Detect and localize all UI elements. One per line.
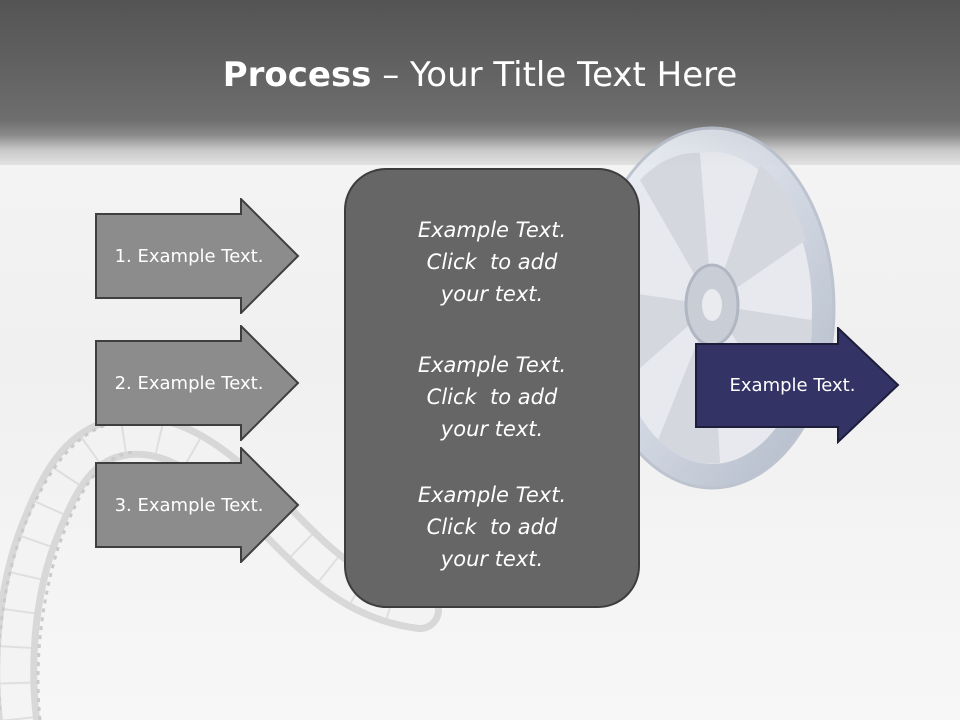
step-label: 3. Example Text. [114,494,264,516]
center-line: your text. [440,417,544,441]
arrow-shape [95,198,300,314]
center-line: Example Text. [417,353,567,377]
title-bold: Process [222,55,372,95]
center-line: Example Text. [417,483,567,507]
arrow-shape [95,447,300,563]
center-text-item-3[interactable]: Example Text. Click to add your text. [346,479,638,575]
center-line: your text. [440,547,544,571]
step-label: 2. Example Text. [114,372,264,394]
header-band [0,0,960,165]
step-arrow-3[interactable]: 3. Example Text. [95,447,300,563]
center-text-item-2[interactable]: Example Text. Click to add your text. [346,349,638,445]
result-label: Example Text. [729,375,856,396]
result-arrow[interactable]: Example Text. [695,327,900,444]
step-arrow-1[interactable]: 1. Example Text. [95,198,300,314]
center-line: Click to add [426,250,558,274]
step-label: 1. Example Text. [114,245,264,267]
center-text-item-1[interactable]: Example Text. Click to add your text. [346,214,638,310]
title-rest: – Your Title Text Here [371,55,738,95]
arrow-shape [695,327,900,444]
slide-title[interactable]: Process – Your Title Text Here [0,52,960,98]
step-arrow-2[interactable]: 2. Example Text. [95,325,300,441]
center-line: Click to add [426,385,558,409]
center-line: your text. [440,282,544,306]
film-strip-icon [0,413,442,720]
center-text-box[interactable]: Example Text. Click to add your text. Ex… [344,168,640,608]
arrow-shape [95,325,300,441]
center-line: Click to add [426,515,558,539]
center-line: Example Text. [417,218,567,242]
